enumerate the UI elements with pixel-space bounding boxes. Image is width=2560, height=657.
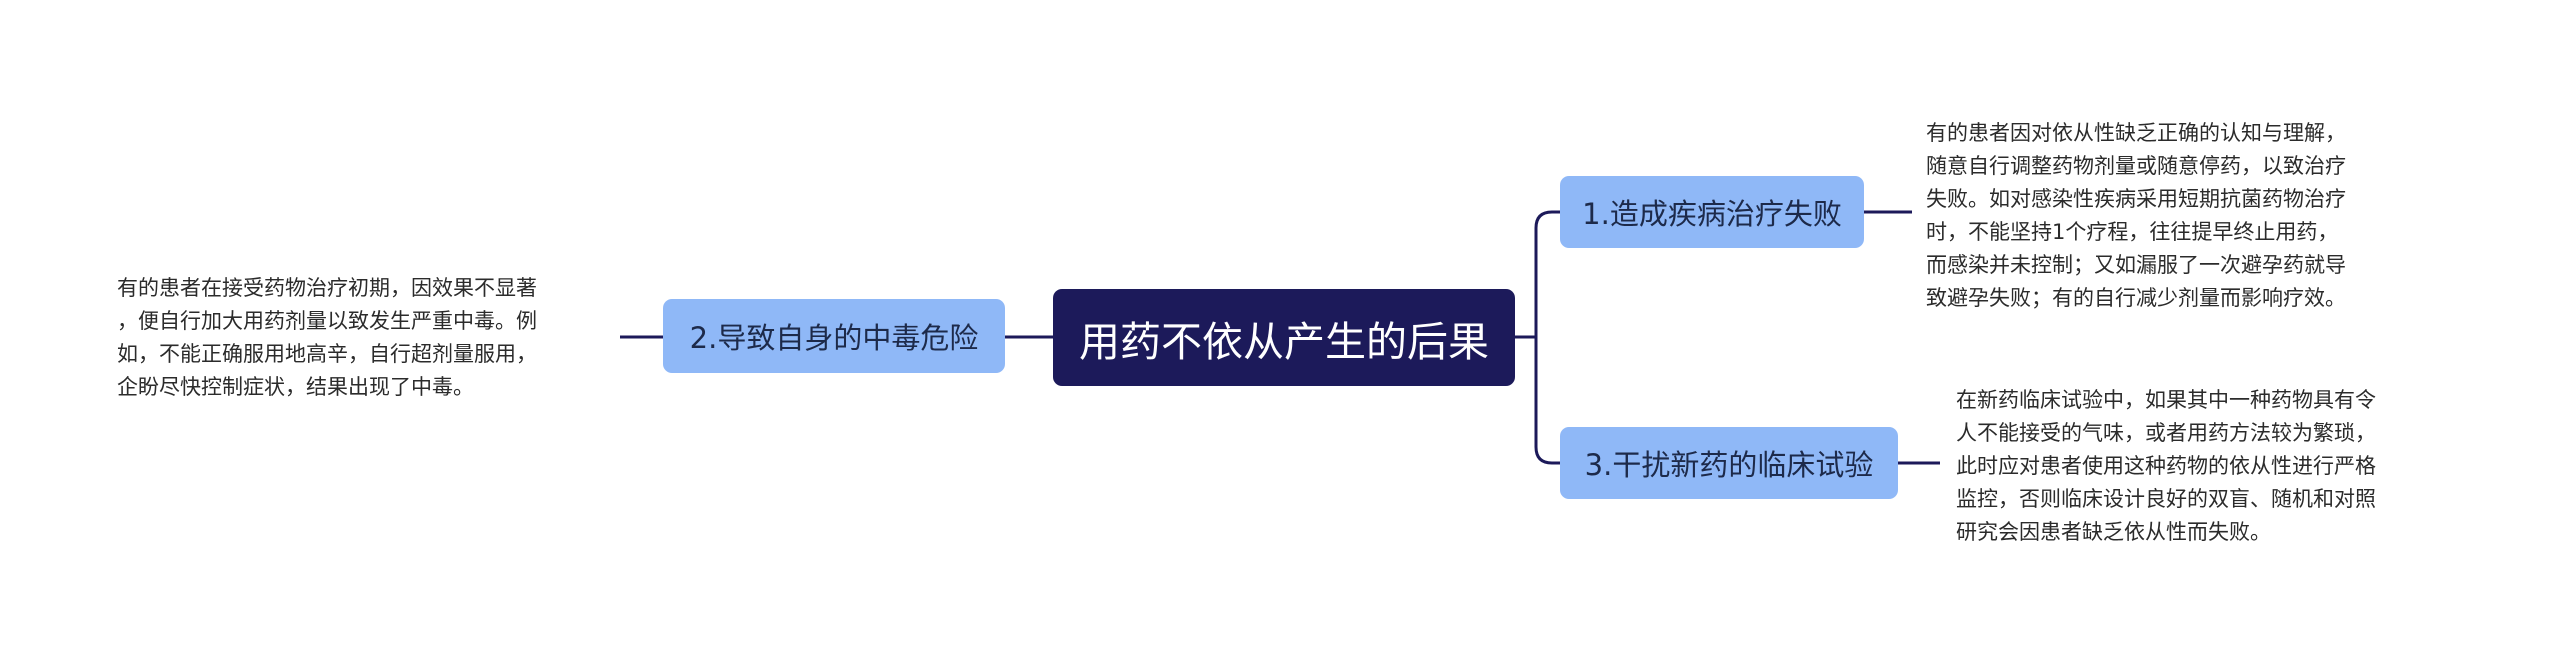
root-topic[interactable]: 用药不依从产生的后果 [1053, 289, 1515, 386]
branch-2-note[interactable]: 有的患者在接受药物治疗初期，因效果不显著 ，便自行加大用药剂量以致发生严重中毒。… [117, 276, 537, 399]
branch-1-note[interactable]: 有的患者因对依从性缺乏正确的认知与理解， 随意自行调整药物剂量或随意停药，以致治… [1926, 121, 2346, 310]
branch-topic-1[interactable]: 1.造成疾病治疗失败 [1560, 176, 1864, 248]
branch-3-note[interactable]: 在新药临床试验中，如果其中一种药物具有令 人不能接受的气味，或者用药方法较为繁琐… [1956, 388, 2376, 544]
branch-topic-2[interactable]: 2.导致自身的中毒危险 [663, 299, 1005, 373]
connector-root-branch1 [1534, 210, 1560, 337]
connector-root-branch3 [1534, 337, 1560, 465]
branch-topic-3[interactable]: 3.干扰新药的临床试验 [1560, 427, 1898, 499]
